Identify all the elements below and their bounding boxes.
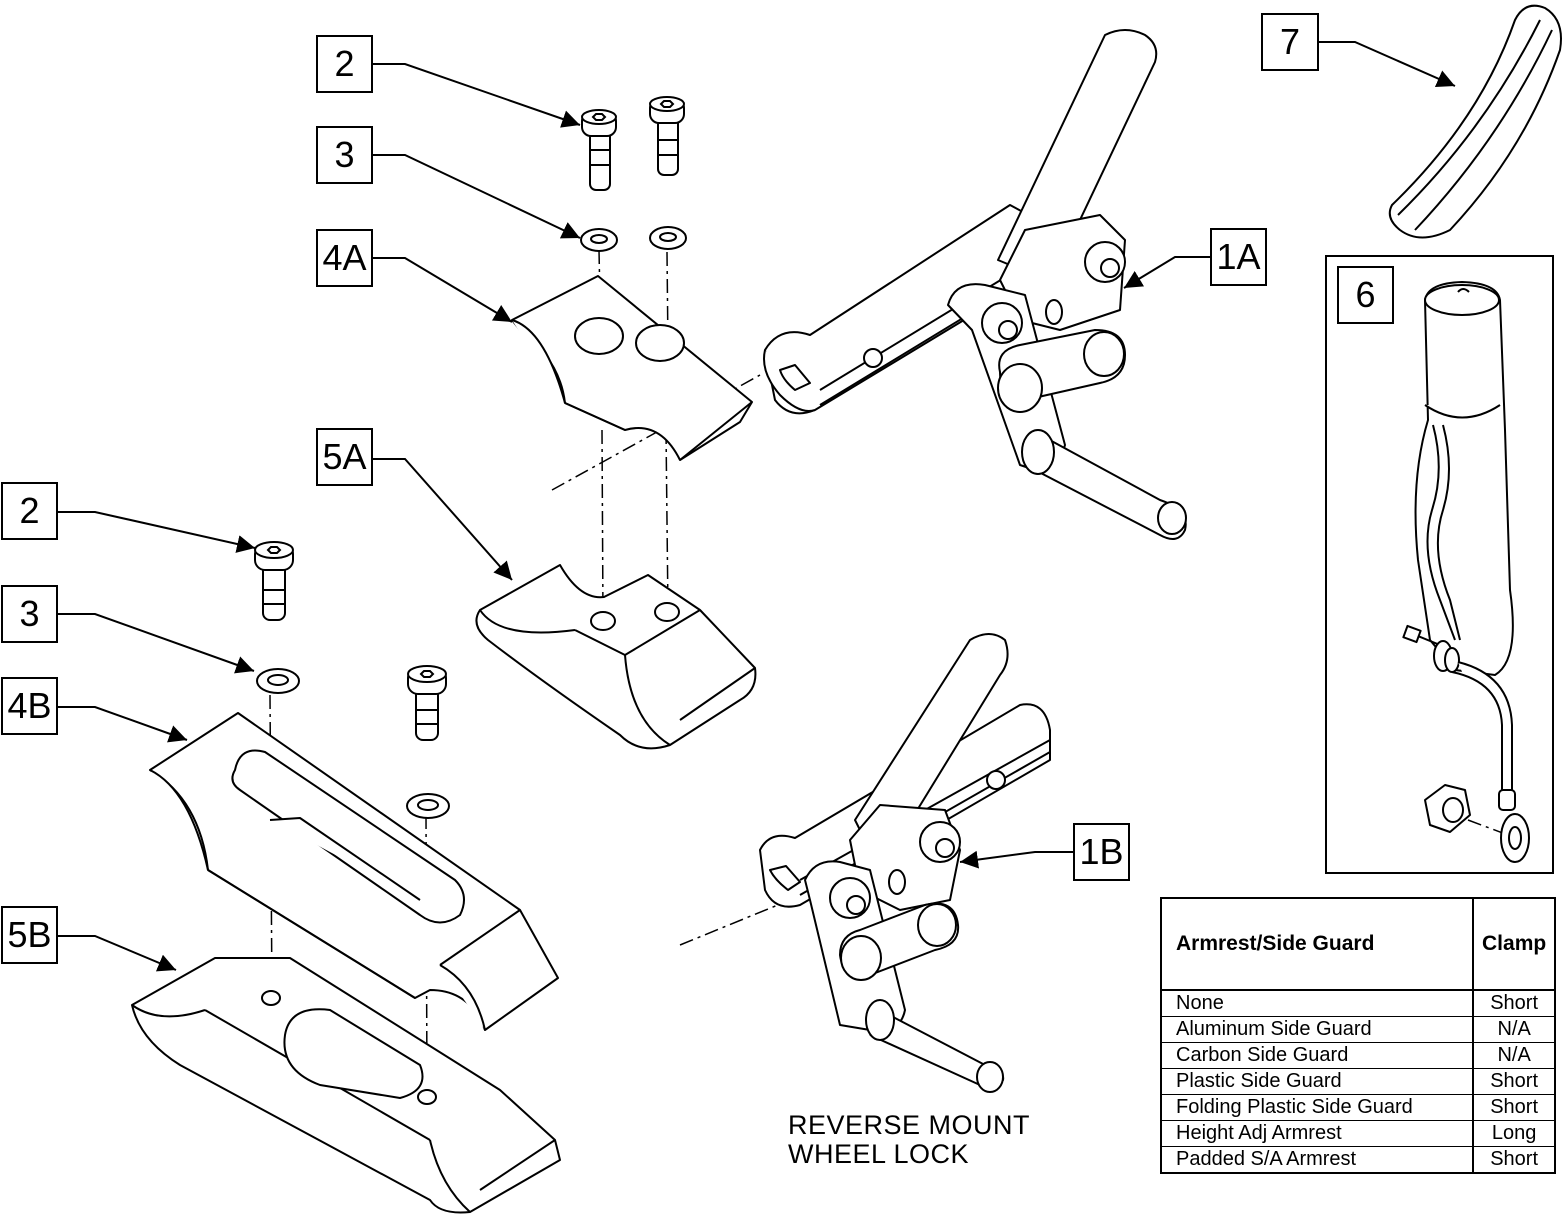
screw-top-left xyxy=(581,109,617,191)
cell-clamp: Short xyxy=(1472,1094,1556,1121)
extension-handle-6 xyxy=(1402,281,1530,863)
header-armrest: Armrest/Side Guard xyxy=(1159,897,1475,991)
reverse-mount-caption: REVERSE MOUNT WHEEL LOCK xyxy=(788,1111,1030,1169)
cell-clamp: Short xyxy=(1472,1146,1556,1174)
callout-2-bottom: 2 xyxy=(1,482,58,540)
callout-1a: 1A xyxy=(1210,228,1267,286)
leader-5a xyxy=(373,458,513,581)
cell-clamp: Short xyxy=(1472,1068,1556,1095)
callout-2-top: 2 xyxy=(316,35,373,93)
cell-armrest: Height Adj Armrest xyxy=(1159,1120,1475,1147)
leader-1a xyxy=(1123,256,1210,289)
washer-bottom xyxy=(256,668,450,819)
leader-2-bot xyxy=(58,511,256,553)
grip-7 xyxy=(1388,4,1562,239)
cell-armrest: Folding Plastic Side Guard xyxy=(1159,1094,1475,1121)
cell-armrest: Carbon Side Guard xyxy=(1159,1042,1475,1069)
leader-3-bot xyxy=(58,613,255,674)
cell-armrest: None xyxy=(1159,990,1475,1017)
clamp-5a xyxy=(475,564,757,750)
callout-5a: 5A xyxy=(316,428,373,486)
caption-line-1: REVERSE MOUNT xyxy=(788,1110,1031,1140)
callout-5b: 5B xyxy=(1,906,58,964)
caption-line-2: WHEEL LOCK xyxy=(788,1139,970,1169)
clamp-4a xyxy=(511,275,753,461)
clamp-5b xyxy=(131,957,561,1214)
callout-4b: 4B xyxy=(1,677,58,735)
leader-7 xyxy=(1319,41,1456,87)
cell-armrest: Aluminum Side Guard xyxy=(1159,1016,1475,1043)
leader-lines xyxy=(58,41,1456,972)
callout-6: 6 xyxy=(1337,266,1394,324)
wheel-lock-1b xyxy=(759,633,1051,1093)
cell-clamp: Long xyxy=(1472,1120,1556,1147)
leader-2-top xyxy=(373,63,581,128)
clamp-4b xyxy=(149,712,559,1031)
washer-top xyxy=(580,226,687,252)
callout-4a: 4A xyxy=(316,229,373,287)
leader-3-top xyxy=(373,154,581,239)
cell-clamp: N/A xyxy=(1472,1042,1556,1069)
cell-clamp: Short xyxy=(1472,990,1556,1017)
screw-bottom-right xyxy=(407,665,447,741)
header-clamp: Clamp xyxy=(1472,897,1556,991)
wheel-lock-1a xyxy=(763,29,1187,540)
cell-clamp: N/A xyxy=(1472,1016,1556,1043)
callout-7: 7 xyxy=(1261,13,1319,71)
cell-armrest: Padded S/A Armrest xyxy=(1159,1146,1475,1174)
leader-5b xyxy=(58,935,177,972)
table-header-row: Armrest/Side Guard Clamp xyxy=(1159,897,1556,991)
callout-3-bottom: 3 xyxy=(1,585,58,643)
callout-3-top: 3 xyxy=(316,126,373,184)
cell-armrest: Plastic Side Guard xyxy=(1159,1068,1475,1095)
leader-4a xyxy=(373,257,513,323)
screw-bottom-left xyxy=(254,541,294,621)
callout-1b: 1B xyxy=(1073,823,1130,881)
leader-1b xyxy=(959,850,1073,869)
screw-top-right xyxy=(649,96,685,176)
leader-4b xyxy=(58,706,188,743)
inset-box-6 xyxy=(1325,255,1554,874)
